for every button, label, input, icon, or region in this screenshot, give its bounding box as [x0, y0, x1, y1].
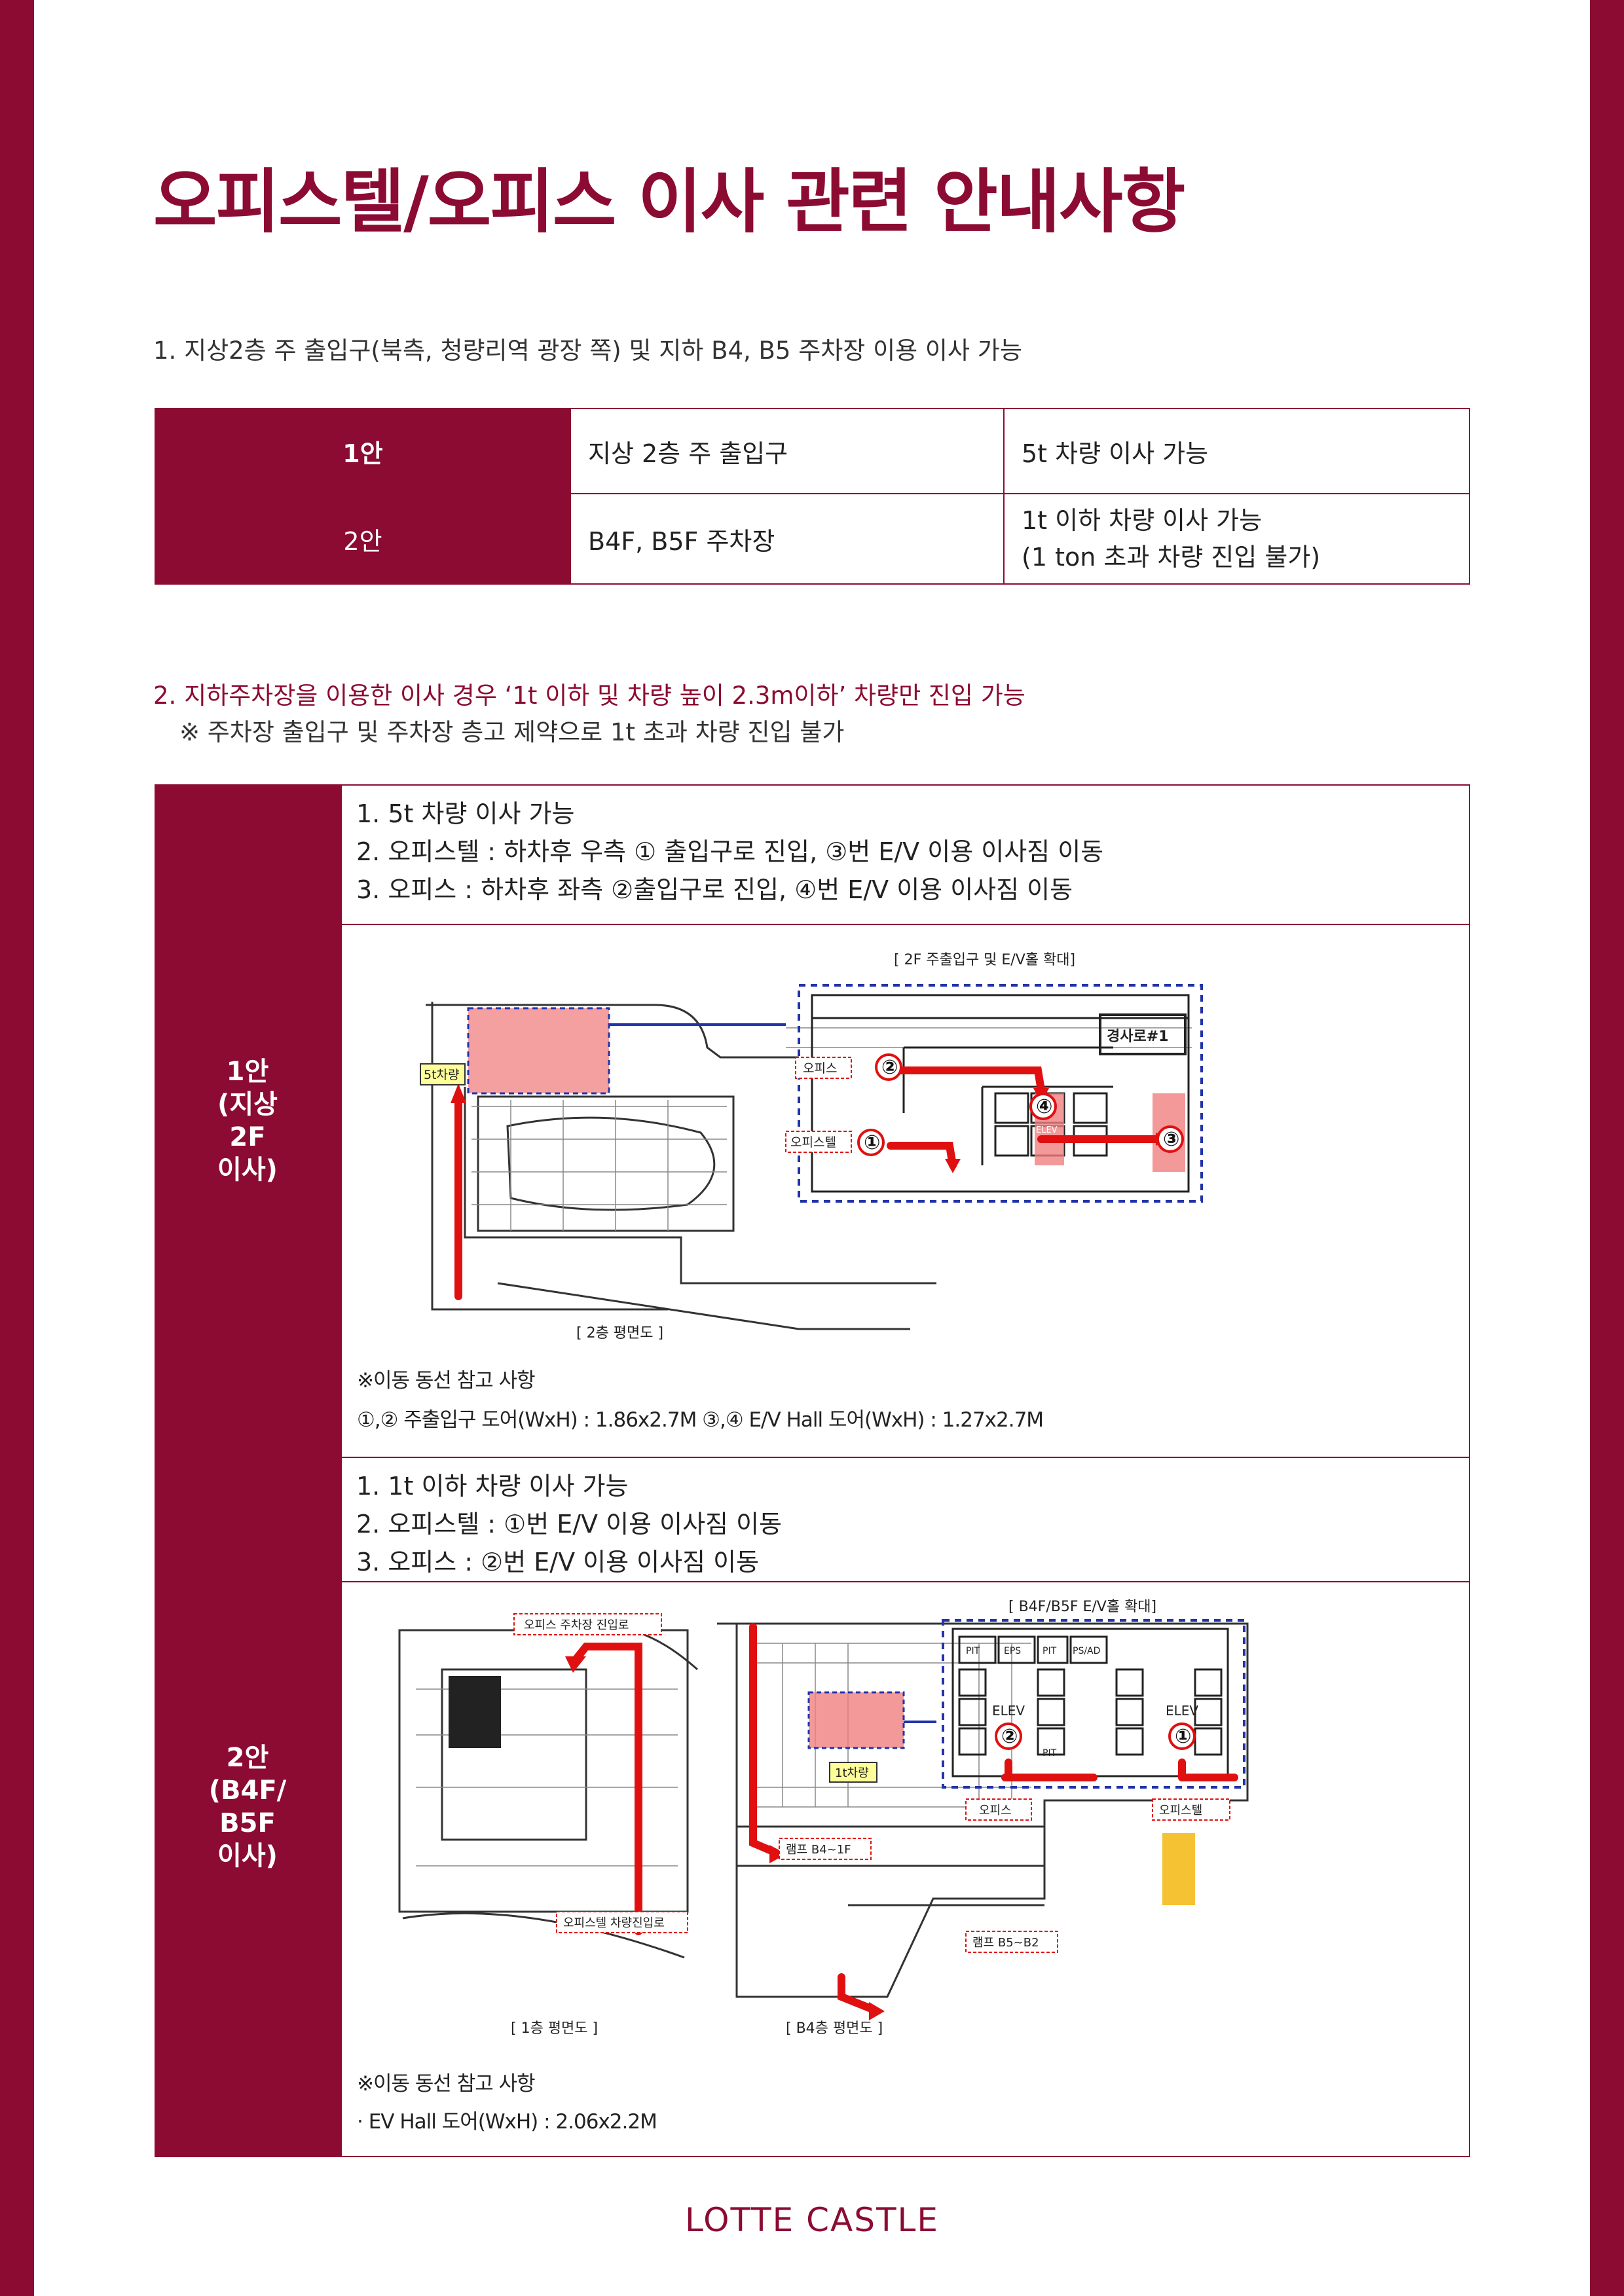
officetel-label: 오피스텔	[790, 1135, 836, 1150]
plan1-side-label: 1안 (지상 2F 이사)	[155, 784, 341, 1457]
elev-label: ELEV	[992, 1703, 1025, 1719]
step-item: 3. 오피스 : ②번 E/V 이용 이사짐 이동	[356, 1548, 760, 1576]
marker-3: ③	[1163, 1128, 1179, 1151]
office-label: 오피스	[803, 1061, 837, 1076]
section2-subnote: ※ 주차장 출입구 및 주차장 층고 제약으로 1t 초과 차량 진입 불가	[179, 718, 845, 746]
section2-heading: 2. 지하주차장을 이용한 이사 경우 ‘1t 이하 및 차량 높이 2.3m이…	[153, 682, 1025, 710]
plan1-steps: 1. 5t 차량 이사 가능 2. 오피스텔 : 하차후 우측 ① 출입구로 진…	[342, 786, 1469, 909]
officetel-entry-label: 오피스텔 차량진입로	[563, 1916, 665, 1930]
step-item: 3. 오피스 : 하차후 좌측 ②출입구로 진입, ④번 E/V 이용 이사짐 …	[356, 875, 1073, 904]
zoom-frame	[798, 984, 1203, 1203]
page-title: 오피스텔/오피스 이사 관련 안내사항	[153, 162, 1185, 242]
plan1-floor-plan: [ 2F 주출입구 및 E/V홀 확대] 경사로#1 E	[393, 943, 1211, 1342]
step-item: 2. 오피스텔 : ①번 E/V 이용 이사짐 이동	[356, 1510, 783, 1539]
plan2-divider	[341, 1581, 1470, 1582]
floor-b4-caption: [ B4층 평면도 ]	[786, 2020, 883, 2037]
marker-1: ①	[1175, 1725, 1191, 1748]
zoom-caption: [ B4F/B5F E/V홀 확대]	[1008, 1599, 1157, 1615]
room-label: PIT	[1043, 1646, 1057, 1656]
truck-label: 5t차량	[424, 1068, 460, 1082]
plan1-notes-title: ※이동 동선 참고 사항	[357, 1369, 536, 1393]
note-line: 5t 차량 이사 가능	[1022, 439, 1209, 468]
plan1-divider	[341, 924, 1470, 925]
office-entry-label: 오피스 주차장 진입로	[524, 1618, 629, 1632]
plan2-notes-title: ※이동 동선 참고 사항	[357, 2072, 536, 2096]
elev-label: ELEV	[1036, 1125, 1058, 1135]
section1-heading: 1. 지상2층 주 출입구(북측, 청량리역 광장 쪽) 및 지하 B4, B5…	[153, 337, 1022, 365]
plan1-drawing: 경사로#1 ELEV 5t차량 오피스 오피스텔 ① ② ③ ④	[420, 984, 1203, 1330]
plan2-drawing: PIT EPS PIT PS/AD PIT ELEV ELEV ② ①	[398, 1613, 1249, 2020]
entry-cell: B4F, B5F 주차장	[570, 493, 1005, 585]
floor1-caption: [ 1층 평면도 ]	[511, 2020, 599, 2037]
zoom-caption: [ 2F 주출입구 및 E/V홀 확대]	[894, 952, 1076, 968]
step-item: 1. 1t 이하 차량 이사 가능	[356, 1472, 629, 1501]
table-row: 2안 B4F, B5F 주차장 1t 이하 차량 이사 가능 (1 ton 초과…	[155, 493, 1470, 585]
drop-zone-highlight	[467, 1007, 610, 1095]
options-table: 1안 지상 2층 주 출입구 5t 차량 이사 가능 2안 B4F, B5F 주…	[155, 408, 1470, 585]
route-arrows	[569, 1623, 1238, 2014]
right-border-bar	[1590, 0, 1624, 2296]
room-label: PIT	[1043, 1748, 1057, 1758]
plan2-steps: 1. 1t 이하 차량 이사 가능 2. 오피스텔 : ①번 E/V 이용 이사…	[342, 1458, 1469, 1581]
plan1-notes-line: ①,② 주출입구 도어(WxH) : 1.86x2.7M ③,④ E/V Hal…	[357, 1408, 1044, 1432]
plan-cell: 2안	[155, 493, 571, 585]
plan-cell: 1안	[155, 408, 571, 494]
step-item: 2. 오피스텔 : 하차후 우측 ① 출입구로 진입, ③번 E/V 이용 이사…	[356, 837, 1104, 866]
truck-label: 1t차량	[835, 1766, 869, 1780]
note-cell: 1t 이하 차량 이사 가능 (1 ton 초과 차량 진입 불가)	[1003, 493, 1470, 585]
floor-caption: [ 2층 평면도 ]	[576, 1325, 664, 1341]
room-label: EPS	[1004, 1646, 1021, 1656]
plan2-floor-plan: [ B4F/B5F E/V홀 확대] PIT	[390, 1591, 1261, 2049]
plan2-side-label: 2안 (B4F/ B5F 이사)	[155, 1457, 341, 2157]
note-line: (1 ton 초과 차량 진입 불가)	[1022, 543, 1321, 572]
room-label: PS/AD	[1073, 1646, 1100, 1656]
office-label: 오피스	[979, 1804, 1012, 1817]
note-cell: 5t 차량 이사 가능	[1003, 408, 1470, 494]
left-border-bar	[0, 0, 34, 2296]
note-line: 1t 이하 차량 이사 가능	[1022, 506, 1263, 535]
plan2-box: 1. 1t 이하 차량 이사 가능 2. 오피스텔 : ①번 E/V 이용 이사…	[341, 1457, 1470, 2157]
zoom-frame	[942, 1619, 1246, 1789]
footer-brand: LOTTE CASTLE	[685, 2201, 939, 2239]
marker-1: ①	[864, 1131, 880, 1154]
room-label: PIT	[966, 1646, 980, 1656]
marker-2: ②	[1001, 1725, 1018, 1748]
street-label: 경사로#1	[1107, 1029, 1168, 1045]
ramp-label: 램프 B4~1F	[786, 1843, 851, 1857]
plan1-box: 1. 5t 차량 이사 가능 2. 오피스텔 : 하차후 우측 ① 출입구로 진…	[341, 784, 1470, 1458]
entry-cell: 지상 2층 주 출입구	[570, 408, 1005, 494]
marker-4: ④	[1036, 1095, 1052, 1118]
elev-label: ELEV	[1166, 1703, 1198, 1719]
officetel-label: 오피스텔	[1159, 1804, 1202, 1817]
ramp-label: 램프 B5~B2	[972, 1936, 1039, 1950]
plan2-notes-line: · EV Hall 도어(WxH) : 2.06x2.2M	[357, 2110, 657, 2134]
table-row: 1안 지상 2층 주 출입구 5t 차량 이사 가능	[155, 408, 1470, 494]
step-item: 1. 5t 차량 이사 가능	[356, 799, 575, 828]
marker-2: ②	[881, 1056, 898, 1079]
drop-zone-highlight	[807, 1691, 905, 1749]
